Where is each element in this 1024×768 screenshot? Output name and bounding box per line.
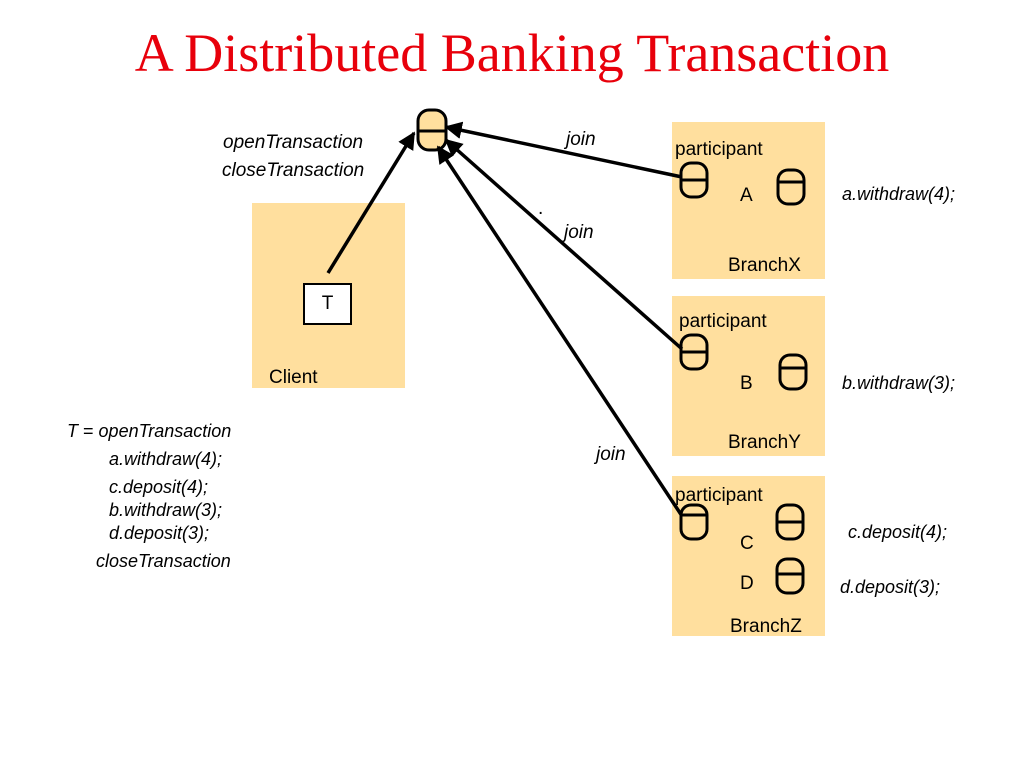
client-label: Client <box>269 367 318 388</box>
join-arrow-x <box>444 121 683 179</box>
branch-y-box <box>672 296 825 456</box>
code-line-1: a.withdraw(4); <box>109 449 223 469</box>
code-equals: = <box>83 421 94 441</box>
account-c-label: C <box>740 533 754 554</box>
participant-label-x: participant <box>675 139 763 160</box>
server-object-icon <box>679 161 709 199</box>
account-a-label: A <box>740 185 753 206</box>
branch-x-op-1: a.withdraw(4); <box>842 184 956 204</box>
account-b-label: B <box>740 373 753 394</box>
code-line-close: closeTransaction <box>96 551 231 571</box>
branch-z-op-2: d.deposit(3); <box>840 577 941 597</box>
transaction-t-box: T <box>303 283 352 325</box>
server-object-icon <box>778 353 808 391</box>
client-to-coordinator-arrow <box>326 131 416 274</box>
branch-y-name: BranchY <box>728 432 801 453</box>
branch-x-name: BranchX <box>728 255 801 276</box>
code-line-4: d.deposit(3); <box>109 523 210 543</box>
participant-label-z: participant <box>675 485 763 506</box>
code-line-3: b.withdraw(3); <box>109 500 223 520</box>
server-object-icon <box>775 557 805 595</box>
server-object-icon <box>679 333 709 371</box>
server-object-icon <box>775 503 805 541</box>
join-label-z: join <box>596 444 626 465</box>
code-var-t: T <box>67 421 78 441</box>
stray-dot: . <box>538 198 544 219</box>
server-object-icon <box>679 503 709 541</box>
join-label-x: join <box>566 129 596 150</box>
account-d-label: D <box>740 573 754 594</box>
close-transaction-label: closeTransaction <box>222 160 365 181</box>
slide-title: A Distributed Banking Transaction <box>134 23 890 83</box>
join-arrow-z <box>436 145 684 517</box>
open-transaction-label: openTransaction <box>223 132 364 153</box>
server-object-icon <box>776 168 806 206</box>
code-line-open: T = openTransaction <box>67 421 231 442</box>
branch-z-op-1: c.deposit(4); <box>848 522 948 542</box>
code-open-call: openTransaction <box>98 421 232 441</box>
branch-z-name: BranchZ <box>730 616 802 637</box>
participant-label-y: participant <box>679 311 767 332</box>
code-line-2: c.deposit(4); <box>109 477 209 497</box>
coordinator-icon <box>416 108 448 152</box>
branch-y-op-1: b.withdraw(3); <box>842 373 956 393</box>
branch-z-box <box>672 476 825 636</box>
join-arrow-y <box>444 138 684 351</box>
join-label-y: join <box>564 222 594 243</box>
